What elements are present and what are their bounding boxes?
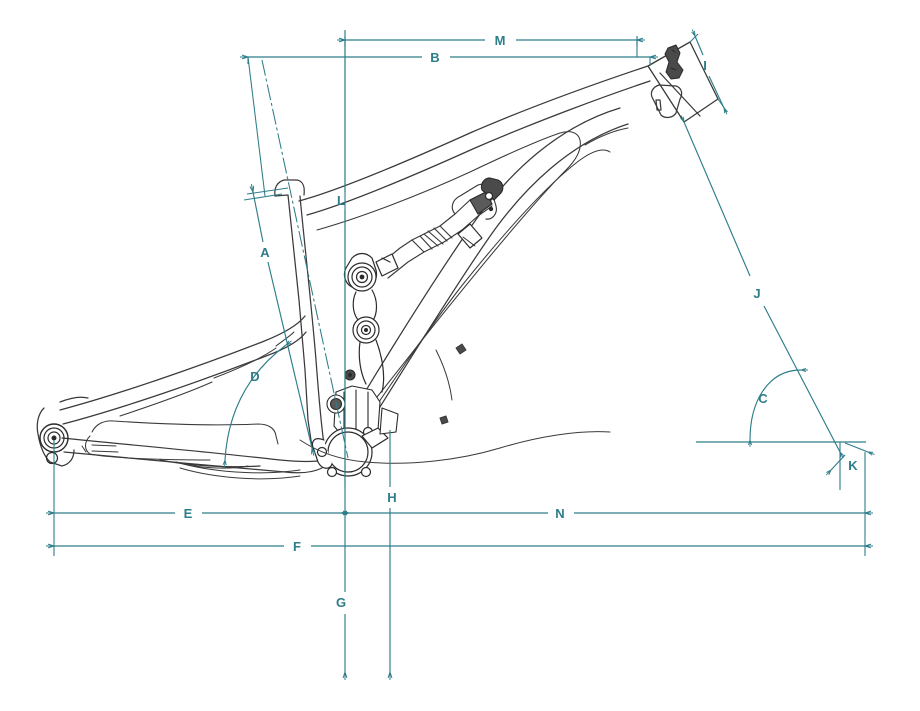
dimension-label-D: D	[250, 369, 259, 384]
dimension-C	[747, 367, 809, 448]
downtube-guard	[175, 461, 301, 480]
dimension-label-J: J	[753, 286, 760, 301]
rear-shock	[377, 177, 504, 279]
dimension-label-B: B	[430, 50, 439, 65]
seat-tube-axis	[261, 59, 349, 459]
bike-frame-linework	[36, 41, 719, 480]
cable-routing	[299, 343, 611, 464]
head-tube	[647, 41, 719, 123]
rear-triangle-window	[84, 331, 295, 461]
seat-tube	[274, 179, 326, 453]
frame-inner-window	[316, 127, 629, 453]
dimension-label-E: E	[184, 506, 193, 521]
dimension-label-K: K	[848, 458, 858, 473]
headtube-hardware	[664, 44, 684, 80]
bottom-bracket	[311, 426, 389, 478]
top-tube	[298, 65, 651, 216]
chainstay-marks	[81, 444, 119, 453]
rocker-link	[343, 252, 399, 393]
dimension-label-C: C	[758, 391, 768, 406]
dimension-label-I: I	[703, 58, 707, 73]
dimension-label-A: A	[260, 245, 270, 260]
dimension-label-L: L	[337, 193, 345, 208]
seatstay	[59, 315, 307, 425]
motor-cover	[379, 407, 399, 435]
extension-lines-bottom	[53, 440, 866, 556]
dimension-label-G: G	[336, 595, 346, 610]
dimension-linework	[46, 29, 875, 680]
dimension-A	[243, 56, 316, 456]
dimension-I	[689, 29, 728, 115]
dimension-K	[825, 442, 875, 490]
dimension-labels: M B I L A J D C K H E N F G	[184, 33, 859, 610]
dimension-label-M: M	[495, 33, 506, 48]
dimension-label-F: F	[293, 539, 301, 554]
dimension-label-N: N	[555, 506, 564, 521]
dimension-D	[222, 340, 292, 468]
dimension-label-H: H	[387, 490, 396, 505]
dimension-M	[337, 36, 645, 46]
rear-dropout	[36, 396, 89, 467]
